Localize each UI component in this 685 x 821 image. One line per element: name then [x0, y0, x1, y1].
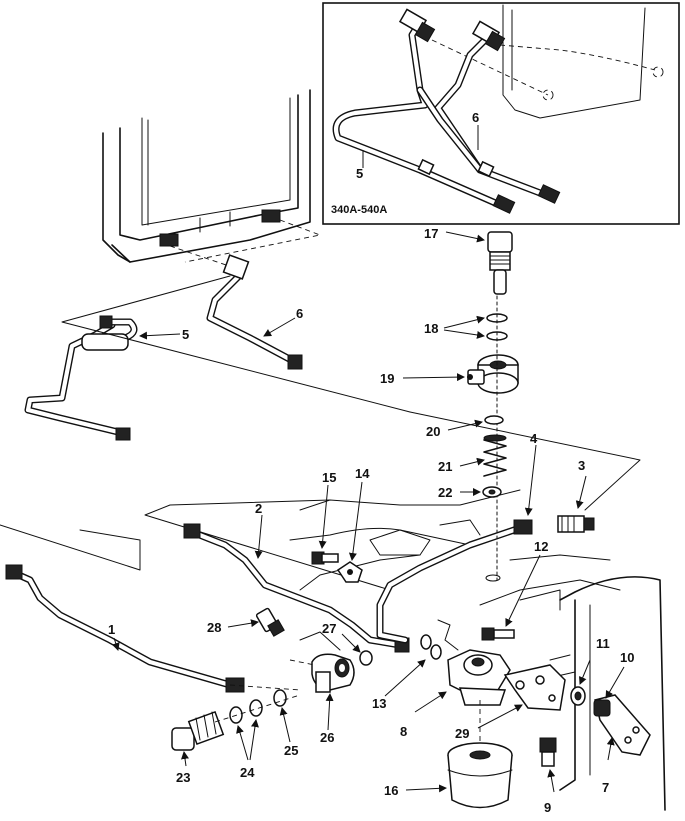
- callout-23: 23: [176, 770, 190, 785]
- filter-head-8: [447, 649, 511, 706]
- callout-27: 27: [322, 621, 336, 636]
- spring-21: [483, 434, 507, 477]
- banjo-bolt-17: [487, 231, 513, 295]
- bolt-12: [481, 627, 515, 641]
- plug-9: [539, 737, 557, 767]
- connector-3: [557, 515, 595, 533]
- callout-21: 21: [438, 459, 452, 474]
- callout-24: 24: [240, 765, 255, 780]
- callout-12: 12: [534, 539, 548, 554]
- callout-11: 11: [596, 636, 610, 651]
- callout-7: 7: [602, 780, 609, 795]
- callout-19: 19: [380, 371, 394, 386]
- callout-14: 14: [355, 466, 370, 481]
- washers-24: [229, 699, 263, 724]
- fuel-line-1: [0, 524, 245, 693]
- callout-26: 26: [320, 730, 334, 745]
- callout-6: 6: [296, 306, 303, 321]
- callout-8: 8: [400, 724, 407, 739]
- washer-20: [484, 415, 504, 425]
- washer-22: [482, 486, 502, 498]
- washer-11: [570, 686, 586, 706]
- callout-6-inset: 6: [472, 110, 479, 125]
- callout-25: 25: [284, 743, 298, 758]
- inset-box: [322, 2, 680, 225]
- callout-28: 28: [207, 620, 221, 635]
- callout-5: 5: [182, 327, 189, 342]
- banjo-fitting-19: [467, 354, 519, 394]
- fuel-tank: [102, 89, 322, 269]
- washer-27: [359, 650, 373, 666]
- callout-5-inset: 5: [356, 166, 363, 181]
- callout-4: 4: [530, 431, 538, 446]
- callout-17: 17: [424, 226, 438, 241]
- callout-29: 29: [455, 726, 469, 741]
- banjo-26: [229, 653, 355, 693]
- inset-caption: 340A-540A: [331, 204, 387, 216]
- washers-13: [420, 619, 459, 660]
- callout-20: 20: [426, 424, 440, 439]
- callout-1: 1: [108, 622, 115, 637]
- fuel-line-5: [24, 275, 411, 441]
- callout-22: 22: [438, 485, 452, 500]
- filter-element-16: [447, 742, 513, 809]
- callout-16: 16: [384, 783, 398, 798]
- bracket-29: [503, 664, 566, 711]
- fuel-line-6: [206, 254, 303, 370]
- clip-14: [336, 561, 363, 583]
- bolt-23: [171, 710, 225, 751]
- washer-25: [273, 689, 287, 707]
- callout-15: 15: [322, 470, 336, 485]
- callout-3: 3: [578, 458, 585, 473]
- callout-18: 18: [424, 321, 438, 336]
- bleed-screw-28: [255, 607, 285, 637]
- callout-9: 9: [544, 800, 551, 815]
- callout-10: 10: [620, 650, 634, 665]
- callout-13: 13: [372, 696, 386, 711]
- fuel-line-4: [376, 519, 533, 644]
- bolt-15: [311, 551, 339, 565]
- bolt-10: [593, 699, 611, 717]
- callout-2: 2: [255, 501, 262, 516]
